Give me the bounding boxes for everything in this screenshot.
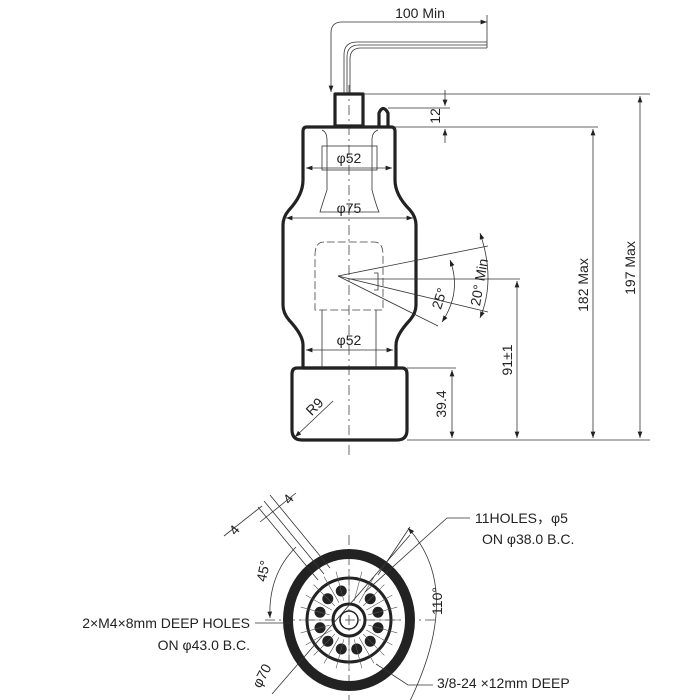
holes-11-bc: ON φ38.0 B.C.	[482, 531, 574, 547]
radial-tick	[353, 571, 363, 601]
bottom-neck-diameter: φ52	[337, 332, 362, 348]
radial-tick	[358, 576, 375, 603]
base-radius: R9	[302, 394, 326, 418]
thread-note: 3/8-24 ×12mm DEEP	[437, 675, 570, 691]
exhaust-tip	[377, 106, 390, 127]
base-outer-ring	[283, 549, 415, 691]
m4-holes-bc: ON φ43.0 B.C.	[158, 637, 250, 653]
m4-holes-note: 2×M4×8mm DEEP HOLES	[82, 615, 250, 631]
angle-110: 110°	[429, 587, 445, 615]
radial-tick	[366, 594, 393, 611]
cap-height: 12	[427, 108, 443, 124]
diameter-70: φ70	[249, 661, 275, 690]
radial-tick	[313, 633, 336, 656]
radial-tick	[305, 594, 332, 611]
holes-11-note: 11HOLES，φ5	[475, 510, 568, 526]
lead-length-dimension	[328, 19, 487, 92]
radial-tick	[300, 624, 330, 634]
radial-tick	[358, 637, 375, 664]
angle-20-min: 20° Min	[467, 257, 491, 307]
radial-tick	[323, 576, 340, 603]
radial-tick	[366, 629, 393, 646]
height-197-max: 197 Max	[622, 241, 638, 295]
radial-tick	[335, 639, 345, 669]
angle-25: 25°	[428, 286, 450, 311]
lead-wires	[343, 41, 487, 93]
tube-base	[290, 366, 409, 442]
angle-45: 45°	[253, 559, 273, 583]
base-height: 39.4	[433, 390, 449, 417]
center-boss	[331, 602, 367, 638]
body-diameter: φ75	[337, 200, 362, 216]
lead-length-label: 100 Min	[395, 5, 445, 21]
pin-holes	[299, 570, 399, 670]
radial-tick	[368, 606, 398, 616]
side-view: 100 Min φ52 φ75 φ52 R9 25° 20° Min	[281, 5, 650, 455]
radial-tick	[335, 571, 345, 601]
radial-tick	[362, 633, 385, 656]
height-182-max: 182 Max	[575, 258, 591, 312]
dim-4-a: 4	[226, 522, 243, 538]
radial-tick	[362, 584, 385, 607]
center-height: 91±1	[499, 344, 515, 375]
top-neck-diameter: φ52	[337, 150, 362, 166]
bottom-view: 4 4 45° 110° φ70 11HOLES，φ5 ON φ38.0 B.C…	[82, 491, 574, 700]
radial-tick	[305, 629, 332, 646]
radial-tick	[353, 639, 363, 669]
radial-tick	[300, 606, 330, 616]
radial-tick	[368, 624, 398, 634]
radial-tick	[313, 584, 336, 607]
radial-tick	[323, 637, 340, 664]
